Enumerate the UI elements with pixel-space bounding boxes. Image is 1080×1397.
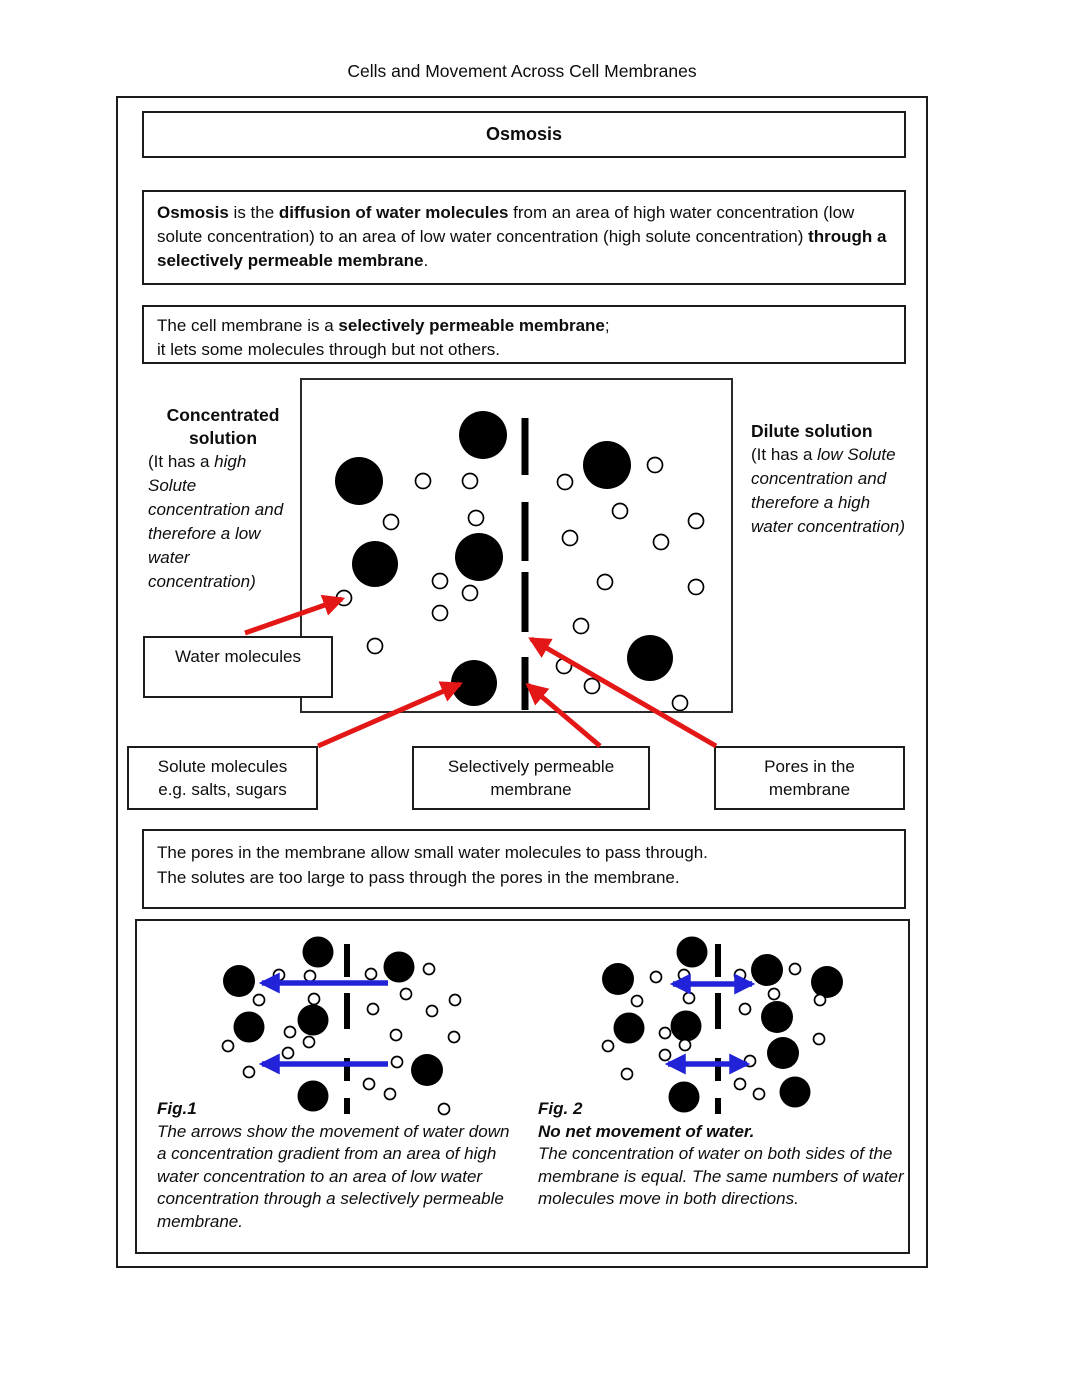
fig2-caption-text: The concentration of water on both sides…	[538, 1144, 904, 1208]
label-segment: low Solute concentration and therefore a…	[751, 445, 906, 536]
fig1-diagram	[221, 936, 462, 1116]
selectively-permeable-membrane-callout: Selectively permeable membrane	[412, 746, 650, 810]
page-title: Cells and Movement Across Cell Membranes	[347, 61, 697, 81]
solute-molecules-callout: Solute molecules e.g. salts, sugars	[127, 746, 318, 810]
solute-molecules-label-line2: e.g. salts, sugars	[158, 780, 287, 799]
pores-note-box: The pores in the membrane allow small wa…	[142, 829, 906, 909]
osmosis-header-box: Osmosis	[142, 111, 906, 158]
membrane-note-box: The cell membrane is a selectively perme…	[142, 305, 906, 364]
label-segment: (It has a	[148, 452, 215, 471]
note-segment: ;	[604, 316, 610, 335]
dilute-solution-label: Dilute solution (It has a low Solute con…	[751, 420, 911, 539]
fig2-diagram	[601, 936, 843, 1114]
fig1-caption: Fig.1 The arrows show the movement of wa…	[157, 1098, 519, 1233]
label-segment: high Solute concentration and therefore …	[148, 452, 284, 591]
concentrated-solution-desc: (It has a high Solute concentration and …	[148, 450, 298, 594]
membrane-note-line2: it lets some molecules through but not o…	[157, 340, 501, 359]
water-molecules-label: Water molecules	[175, 647, 301, 666]
definition-segment: through a selectively permeable membrane	[157, 227, 887, 270]
pores-label-line1: Pores in the	[764, 757, 855, 776]
water-molecules-callout: Water molecules	[143, 636, 333, 698]
definition-segment: .	[423, 251, 429, 270]
outer-border-box	[116, 96, 928, 1268]
fig2-caption: Fig. 2 No net movement of water. The con…	[538, 1098, 906, 1211]
concentrated-solution-title: Concentrated solution	[166, 405, 280, 448]
fig2-label: Fig. 2	[538, 1099, 583, 1118]
fig1-caption-text: The arrows show the movement of water do…	[157, 1121, 510, 1231]
pores-label-line2: membrane	[768, 780, 851, 799]
concentrated-solution-label: Concentrated solution (It has a high Sol…	[148, 404, 298, 594]
definition-segment: Osmosis	[157, 203, 229, 222]
fig2-bold-line: No net movement of water.	[538, 1121, 755, 1141]
definition-segment: diffusion of water molecules	[278, 203, 509, 222]
osmosis-heading: Osmosis	[485, 124, 563, 144]
membrane-note-line1: The cell membrane is a selectively perme…	[157, 314, 891, 338]
label-segment: (It has a	[751, 445, 818, 464]
note-segment: selectively permeable membrane	[338, 316, 605, 335]
solute-molecules-label-line1: Solute molecules	[157, 757, 288, 776]
pores-note-line1: The pores in the membrane allow small wa…	[157, 843, 708, 862]
pores-note-line2: The solutes are too large to pass throug…	[157, 868, 680, 887]
fig1-label: Fig.1	[157, 1099, 197, 1118]
osmosis-diagram	[300, 378, 733, 713]
osmosis-definition-box: Osmosis is the diffusion of water molecu…	[142, 190, 906, 285]
definition-segment: from an area of high water concentration…	[157, 203, 855, 246]
note-segment: The cell membrane is a	[157, 316, 339, 335]
pores-callout: Pores in the membrane	[714, 746, 905, 810]
dilute-solution-desc: (It has a low Solute concentration and t…	[751, 443, 911, 539]
spm-label-line2: membrane	[490, 780, 572, 799]
definition-segment: is the	[228, 203, 279, 222]
dilute-solution-title: Dilute solution	[751, 421, 873, 441]
spm-label-line1: Selectively permeable	[447, 757, 615, 776]
